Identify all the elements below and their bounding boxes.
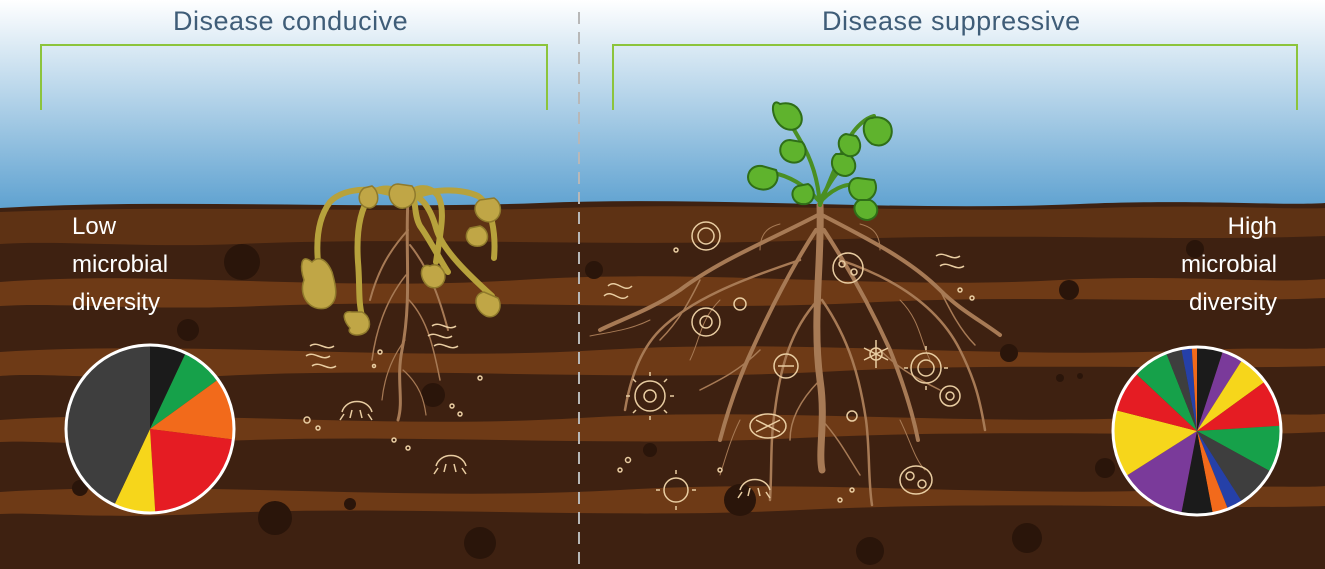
low-diversity-line-2: microbial: [72, 246, 168, 284]
high-diversity-line-2: microbial: [1181, 246, 1277, 284]
disease-suppressive-heading: Disease suppressive: [822, 6, 1081, 37]
low-diversity-pie: [66, 345, 234, 513]
disease-conducive-heading: Disease conducive: [173, 6, 408, 37]
low-diversity-label: Low microbial diversity: [72, 208, 168, 322]
high-diversity-label: High microbial diversity: [1181, 208, 1277, 322]
low-diversity-line-3: diversity: [72, 284, 168, 322]
high-diversity-line-3: diversity: [1181, 284, 1277, 322]
low-diversity-line-1: Low: [72, 208, 168, 246]
high-diversity-line-1: High: [1181, 208, 1277, 246]
high-diversity-pie: [1113, 347, 1281, 515]
